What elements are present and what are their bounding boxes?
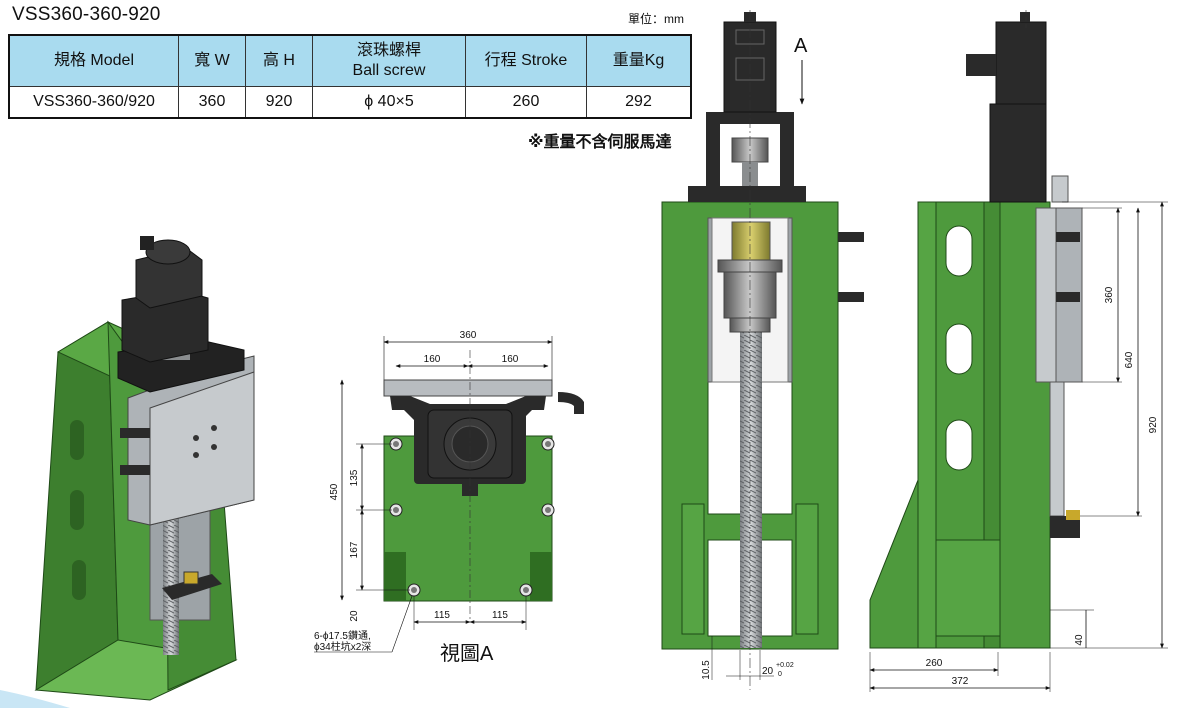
iso-slide-face — [149, 371, 255, 526]
hole-note-2: ϕ34柱坑x2深 — [314, 640, 371, 653]
side-motor-top — [1020, 12, 1030, 22]
iso-nut-block — [183, 571, 199, 585]
cell-weight: 292 — [586, 86, 692, 119]
side-coupling — [1051, 175, 1069, 203]
front-motor-leg-right — [780, 118, 794, 188]
view-a-foot-right — [530, 552, 552, 601]
dim-hole-right: 115 — [492, 610, 508, 621]
hole-leader — [391, 595, 413, 653]
dim-side-40: 40 — [1074, 634, 1085, 646]
dim-base: 20 — [349, 610, 360, 622]
side-slot-3 — [945, 419, 973, 471]
iso-nut-bracket — [162, 574, 222, 600]
dim-hole-left: 115 — [434, 610, 450, 621]
cell-ballscrew: ϕ 40×5 — [312, 86, 466, 119]
dim-side-920: 920 — [1148, 416, 1159, 433]
front-screw-cover — [731, 221, 771, 263]
dim-width: 360 — [460, 330, 477, 341]
iso-slot-2 — [70, 490, 84, 530]
table-row: VSS360-360/920 360 920 ϕ 40×5 260 292 — [8, 86, 692, 119]
front-motor-detail-2 — [735, 57, 765, 81]
side-motor-connector — [966, 54, 996, 76]
view-a-plate — [383, 379, 553, 397]
side-nut-block — [1066, 510, 1080, 520]
cell-model: VSS360-360/920 — [8, 86, 179, 119]
header-ballscrew: 滾珠螺桿 Ball screw — [312, 34, 466, 87]
iso-slot-1 — [70, 420, 84, 460]
front-right-post — [795, 503, 819, 635]
front-motor-leg-left — [706, 118, 720, 188]
front-view: A 10.5 20 +0.02 0 — [661, 10, 864, 690]
header-ballscrew-en: Ball screw — [352, 62, 426, 79]
page-title: VSS360-360-920 — [12, 4, 161, 25]
dim-half-right: 160 — [502, 354, 519, 365]
view-a: 360 160 160 450 135 167 20 — [314, 330, 584, 665]
front-clamp-1 — [838, 232, 864, 242]
spec-table: 規格 Model 寬 W 高 H 滾珠螺桿 Ball screw 行程 Strok… — [8, 34, 692, 119]
side-clamp-2 — [1056, 292, 1080, 302]
corner-accent — [0, 690, 70, 708]
iso-slot-3 — [72, 560, 86, 600]
side-inner-rib — [917, 201, 937, 649]
header-ballscrew-zh: 滾珠螺桿 — [356, 42, 421, 59]
view-a-foot-left — [384, 552, 406, 601]
view-arrow-label: A — [794, 35, 808, 57]
side-lower-panel — [935, 539, 1001, 637]
side-motor-body — [995, 21, 1047, 105]
dim-side-260: 260 — [926, 658, 943, 669]
side-slot-2 — [945, 323, 973, 375]
view-a-side-fitting — [558, 392, 584, 414]
iso-clamp-2 — [120, 465, 150, 475]
side-clamp-1 — [1056, 232, 1080, 242]
cell-height: 920 — [245, 86, 313, 119]
isometric-view — [34, 236, 255, 701]
iso-hole-3 — [193, 452, 199, 458]
side-view: 360 640 920 40 260 372 — [869, 10, 1168, 692]
dim-lower: 167 — [349, 541, 360, 558]
front-ballscrew-thread — [740, 332, 762, 648]
dim-slot: 20 — [762, 666, 774, 677]
hole-note-1: 6-ϕ17.5鑽通, — [314, 629, 371, 642]
view-a-label: 視圖A — [440, 642, 494, 665]
iso-clamp-1 — [120, 428, 150, 438]
iso-motor-connector — [140, 236, 154, 250]
table-header-row: 規格 Model 寬 W 高 H 滾珠螺桿 Ball screw 行程 Strok… — [8, 34, 692, 87]
dim-side-640: 640 — [1124, 351, 1135, 368]
header-width: 寬 W — [178, 34, 246, 87]
header-model: 規格 Model — [8, 34, 179, 87]
front-clamp-2 — [838, 292, 864, 302]
side-slot-1 — [945, 225, 973, 277]
iso-hole-1 — [193, 435, 199, 441]
side-rail — [1049, 379, 1065, 517]
tol-plus: +0.02 — [776, 662, 794, 669]
dim-half-left: 160 — [424, 354, 441, 365]
iso-hole-2 — [211, 425, 217, 431]
side-nut-bracket — [1050, 516, 1080, 538]
iso-ballscrew-thread — [163, 505, 179, 655]
iso-hole-4 — [211, 444, 217, 450]
dim-side-372: 372 — [952, 676, 969, 687]
dim-side-360: 360 — [1104, 286, 1115, 303]
header-stroke: 行程 Stroke — [465, 34, 587, 87]
weight-note: ※重量不含伺服馬達 — [528, 134, 672, 151]
cell-width: 360 — [178, 86, 246, 119]
view-a-holes — [389, 437, 555, 597]
side-motor-mount — [989, 103, 1047, 203]
header-weight: 重量Kg — [586, 34, 692, 87]
header-height: 高 H — [245, 34, 313, 87]
iso-motor-cap — [145, 239, 191, 265]
cell-stroke: 260 — [465, 86, 587, 119]
dim-height: 450 — [329, 483, 340, 500]
dim-bottom: 10.5 — [701, 660, 712, 680]
front-left-post — [681, 503, 705, 635]
tol-zero: 0 — [778, 671, 782, 678]
dim-upper: 135 — [349, 469, 360, 486]
unit-label: 單位：mm — [628, 12, 684, 26]
front-motor-base — [688, 186, 806, 202]
